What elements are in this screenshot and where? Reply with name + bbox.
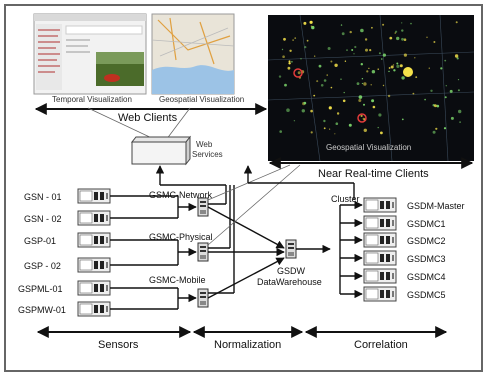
normalizer-label: GSMC-Mobile bbox=[149, 275, 206, 285]
cluster-label: Cluster bbox=[331, 194, 360, 204]
section-label-correlation: Correlation bbox=[354, 339, 408, 351]
sensor-label: GSN - 02 bbox=[24, 214, 62, 224]
gsmc-mobile-server bbox=[197, 288, 209, 308]
cluster-node-label: GSDMC5 bbox=[407, 290, 446, 300]
warehouse-label-line1: GSDW bbox=[277, 266, 306, 276]
normalizer-label: GSMC-Physical bbox=[149, 232, 213, 242]
web-clients-label: Web Clients bbox=[118, 112, 178, 124]
section-label-sensors: Sensors bbox=[98, 339, 139, 351]
sensor-label: GSPMW-01 bbox=[18, 305, 66, 315]
cluster-node-label: GSDMC2 bbox=[407, 236, 446, 246]
sensor-label: GSP - 02 bbox=[24, 261, 61, 271]
sensor-label: GSN - 01 bbox=[24, 192, 62, 202]
web-services-box bbox=[130, 135, 192, 166]
normalizer-label: GSMC-Network bbox=[149, 190, 213, 200]
cluster-node-label: GSDMC1 bbox=[407, 219, 446, 229]
normalizer-connectors bbox=[155, 164, 301, 299]
near-realtime-label: Near Real-time Clients bbox=[318, 168, 429, 180]
cluster-node-label: GSDMC3 bbox=[407, 254, 446, 264]
gsdw-datawarehouse-server bbox=[285, 239, 297, 259]
warehouse-connectors bbox=[243, 165, 363, 299]
gsmc-network-server bbox=[197, 197, 209, 217]
section-label-normalization: Normalization bbox=[214, 339, 281, 351]
near-realtime-map bbox=[267, 14, 475, 162]
gsmc-physical-server bbox=[197, 242, 209, 262]
near-realtime-map-caption: Geospatial Visualization bbox=[326, 143, 411, 152]
sensor-label: GSPML-01 bbox=[18, 284, 63, 294]
sensor-label: GSP-01 bbox=[24, 236, 56, 246]
cluster-node-label: GSDM-Master bbox=[407, 201, 465, 211]
geospatial-map-thumbnail bbox=[151, 13, 235, 95]
geospatial-map-caption: Geospatial Visualization bbox=[159, 95, 244, 104]
temporal-visualization-thumbnail bbox=[33, 13, 147, 95]
web-services-label-line1: Web bbox=[196, 140, 213, 149]
cluster-node-label: GSDMC4 bbox=[407, 272, 446, 282]
warehouse-label-line2: DataWarehouse bbox=[257, 277, 322, 287]
sensor-connectors bbox=[110, 195, 197, 310]
temporal-visualization-caption: Temporal Visualization bbox=[52, 95, 132, 104]
web-services-label-line2: Services bbox=[192, 150, 223, 159]
